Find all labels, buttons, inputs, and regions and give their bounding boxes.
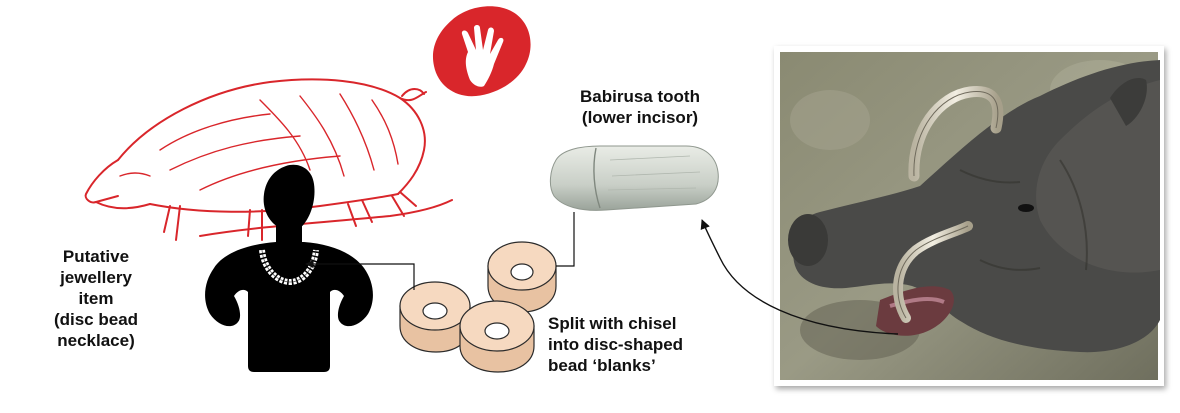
pig-rock-art-icon <box>84 78 453 241</box>
tooth-to-beads-connector <box>556 212 575 267</box>
necklace-label-line: item <box>78 289 114 308</box>
bead-necklace-icon <box>259 249 319 286</box>
tooth-label-line: (lower incisor) <box>581 108 699 127</box>
split-label: Split with chisel into disc-shaped bead … <box>548 313 728 376</box>
hand-stencil-icon <box>432 6 531 97</box>
bead-bottom <box>459 300 535 373</box>
tusk-to-tooth-arrow <box>700 219 899 335</box>
tooth-label: Babirusa tooth (lower incisor) <box>560 86 720 128</box>
bead-left <box>399 281 471 353</box>
tooth-label-line: Babirusa tooth <box>580 87 700 106</box>
necklace-label-line: jewellery <box>60 268 132 287</box>
split-label-line: into disc-shaped <box>548 335 684 354</box>
necklace-label-line: Putative <box>62 247 130 266</box>
babirusa-photo <box>774 46 1164 386</box>
tooth-fragment-icon <box>549 145 719 211</box>
necklace-label-line: necklace) <box>57 331 135 350</box>
person-silhouette-icon <box>205 164 373 372</box>
beads-to-necklace-arrow <box>305 259 415 290</box>
necklace-label: Putative jewellery item (disc bead neckl… <box>40 246 152 351</box>
disc-beads-icon <box>399 241 557 373</box>
necklace-label-line: (disc bead <box>53 310 139 329</box>
split-label-line: bead ‘blanks’ <box>548 356 656 375</box>
bead-right <box>487 241 557 313</box>
split-label-line: Split with chisel <box>548 314 677 333</box>
